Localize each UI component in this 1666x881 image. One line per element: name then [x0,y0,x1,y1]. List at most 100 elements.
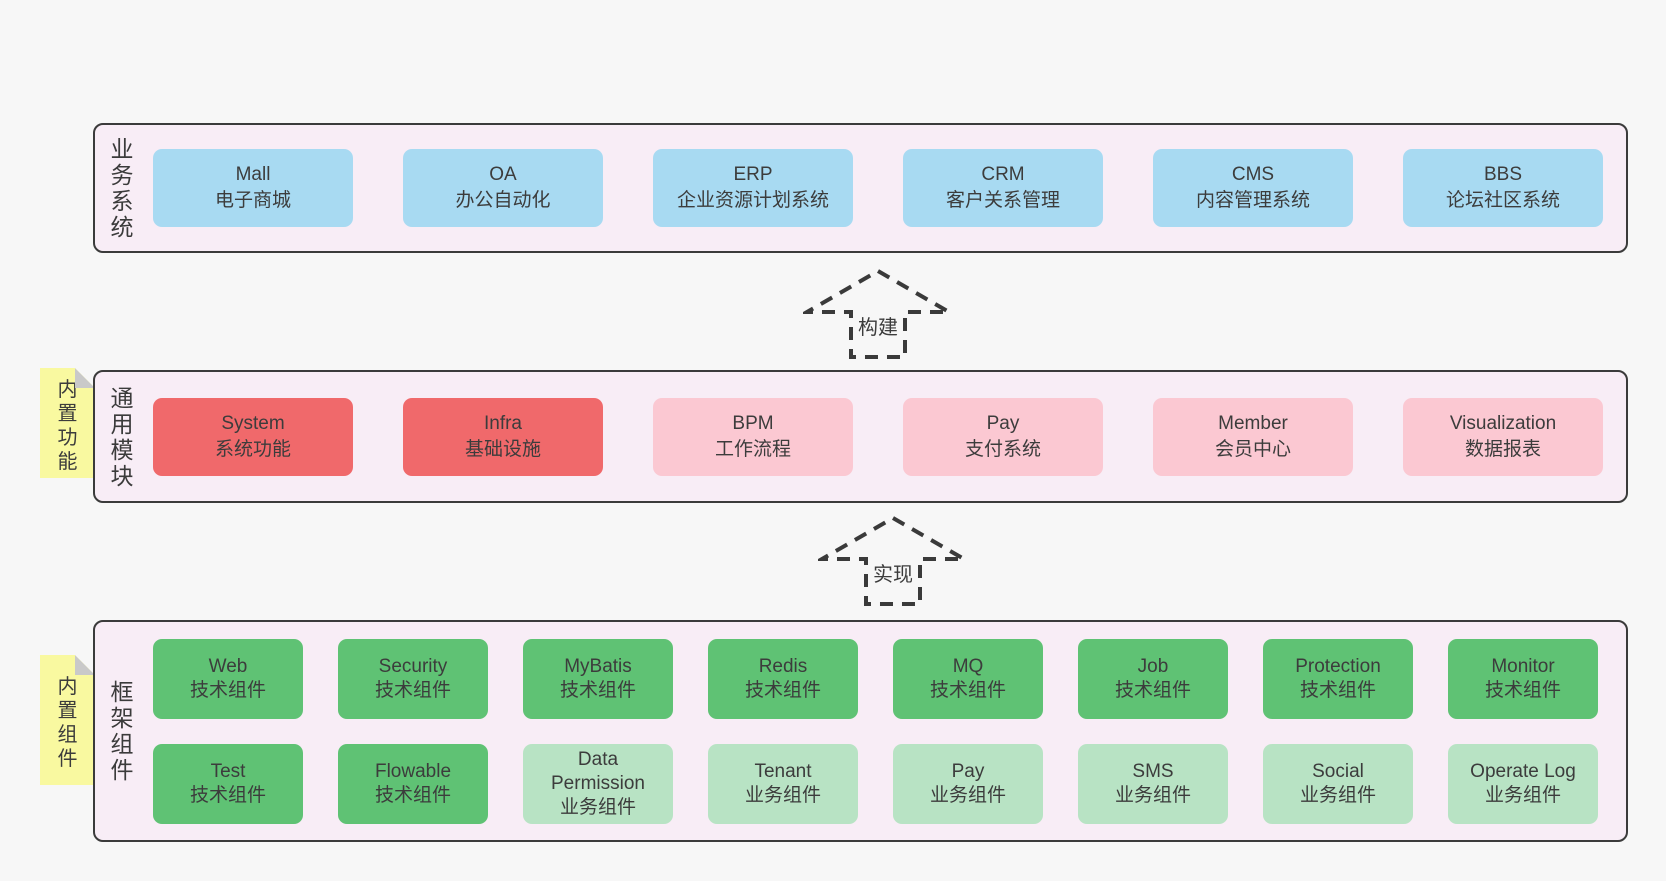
box-desc: 会员中心 [1214,438,1291,460]
box-name: MQ [952,655,984,677]
box-grid: System 系统功能 Infra 基础设施 BPM 工作流程 Pay 支付系统 Member 会… [153,372,1616,501]
box-name: BPM [732,412,774,434]
box-desc: 系统功能 [214,438,291,460]
folded-corner-icon [75,655,95,675]
box-name: System [221,412,285,434]
box-desc: 企业资源计划系统 [676,190,829,211]
box-desc: 客户关系管理 [945,190,1060,211]
box-mall: Mall 电子商城 [153,149,353,227]
box-name: SMS [1132,760,1174,782]
box-row: Mall 电子商城 OA 办公自动化 ERP 企业资源计划系统 CRM 客户关系管理 CMS 内容… [153,149,1616,227]
section-label-business-systems: 业务系统 [110,136,134,240]
box-desc: 电子商城 [214,190,291,211]
folded-corner-icon [75,368,95,388]
box-desc: 技术组件 [374,784,451,806]
box-desc: 工作流程 [714,438,791,460]
box-desc: 办公自动化 [455,190,551,211]
box-visualization: Visualization 数据报表 [1403,397,1603,476]
box-desc: 技术组件 [559,679,636,701]
box-desc: 内容管理系统 [1195,190,1310,211]
box-desc: 技术组件 [189,784,266,806]
section-label-framework-components: 框架组件 [110,679,134,783]
box-desc: 技术组件 [1114,679,1191,701]
box-name: Flowable [374,760,452,782]
box-name: Visualization [1449,412,1557,434]
box-desc: 技术组件 [744,679,821,701]
box-desc: 支付系统 [964,438,1041,460]
box-cms: CMS 内容管理系统 [1153,149,1353,227]
box-desc: 业务组件 [559,796,636,818]
box-name: OA [489,164,517,185]
box-desc: 业务组件 [744,784,821,806]
box-bbs: BBS 论坛社区系统 [1403,149,1603,227]
box-name: Pay [951,760,985,782]
box-infra: Infra 基础设施 [403,397,603,476]
sticky-note-text: 内置功能 [57,379,78,473]
section-common-modules: 通用模块 System 系统功能 Infra 基础设施 BPM 工作流程 Pay 支付系统 Me… [93,370,1628,503]
box-desc: 业务组件 [1114,784,1191,806]
sticky-note-built-in-components: 内置组件 [40,655,95,785]
box-desc: 业务组件 [1484,784,1561,806]
box-desc: 业务组件 [1299,784,1376,806]
box-name: Operate Log [1470,760,1576,782]
box-oa: OA 办公自动化 [403,149,603,227]
dashed-up-arrow-icon [803,268,953,359]
box-name: Tenant [754,760,812,782]
box-name: BBS [1483,164,1523,185]
box-name: Pay [986,412,1020,434]
box-name: CMS [1231,164,1275,185]
box-erp: ERP 企业资源计划系统 [653,149,853,227]
build-arrow-label: 构建 [855,311,901,340]
box-desc: 论坛社区系统 [1445,190,1560,211]
box-desc: 基础设施 [464,438,541,460]
sticky-note-text: 内置组件 [57,676,78,770]
box-desc: 技术组件 [1299,679,1376,701]
box-bpm: BPM 工作流程 [653,397,853,476]
box-name: MyBatis [564,655,632,677]
box-name: Monitor [1491,655,1555,677]
box-row: System 系统功能 Infra 基础设施 BPM 工作流程 Pay 支付系统 Member 会… [153,397,1616,476]
box-name: Infra [483,412,523,434]
box-name: Mall [235,164,271,185]
box-name: Web [208,655,248,677]
section-label-common-modules: 通用模块 [110,384,134,489]
box-desc: 数据报表 [1464,438,1541,460]
box-grid: Mall 电子商城 OA 办公自动化 ERP 企业资源计划系统 CRM 客户关系管理 CMS 内容… [153,125,1616,251]
build-arrow: 构建 [803,268,953,360]
section-business-systems: 业务系统 Mall 电子商城 OA 办公自动化 ERP 企业资源计划系统 CRM 客户关系管理… [93,123,1628,253]
box-desc: 业务组件 [929,784,1006,806]
box-name: Protection [1295,655,1381,677]
box-crm: CRM 客户关系管理 [903,149,1103,227]
box-desc: 技术组件 [374,679,451,701]
box-name: Social [1312,760,1364,782]
box-desc: 技术组件 [1484,679,1561,701]
box-name: Redis [758,655,808,677]
sticky-note-built-in-features: 内置功能 [40,368,95,478]
box-name: Test [210,760,246,782]
box-name: Member [1218,412,1288,434]
implement-arrow-label: 实现 [870,558,916,587]
box-name: CRM [981,164,1025,185]
box-desc: 技术组件 [189,679,266,701]
box-pay: Pay 支付系统 [903,397,1103,476]
box-member: Member 会员中心 [1153,397,1353,476]
box-name: ERP [733,164,773,185]
